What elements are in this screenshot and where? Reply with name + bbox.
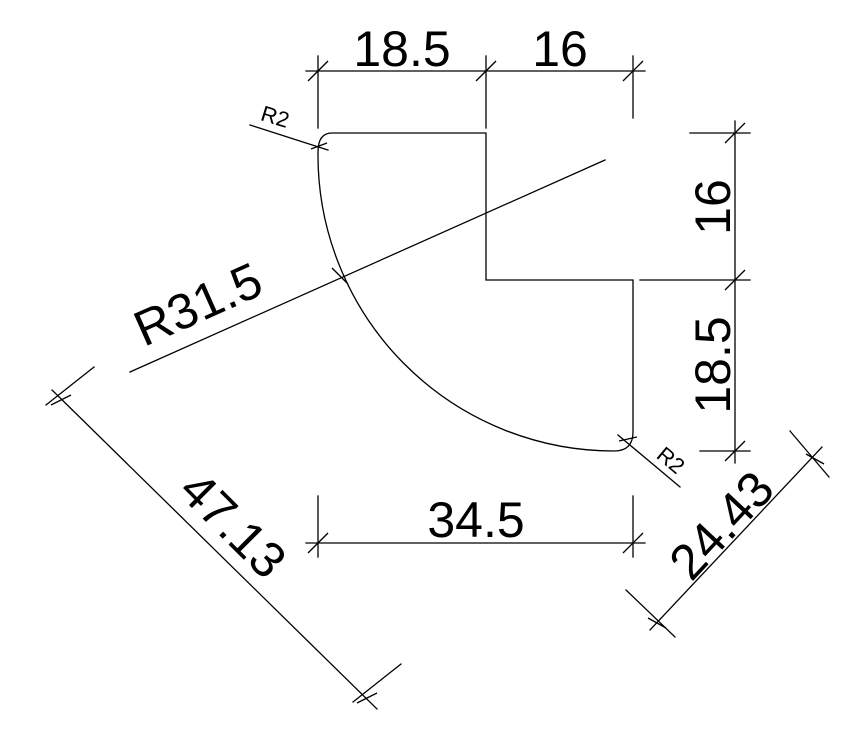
dim-top-group bbox=[305, 55, 646, 129]
part-outline bbox=[317, 132, 634, 452]
dim-diag-left-label: 47.13 bbox=[169, 461, 297, 589]
dim-top-right-label: 16 bbox=[532, 21, 588, 77]
dim-right-group bbox=[639, 120, 751, 464]
radius-top-label: R2 bbox=[258, 101, 292, 133]
dim-bottom-label: 34.5 bbox=[427, 492, 524, 548]
leader-radius-top bbox=[249, 124, 329, 151]
dim-top-left-label: 18.5 bbox=[353, 21, 450, 77]
leader-radius-big bbox=[129, 159, 606, 373]
leader-radius-bottom bbox=[617, 434, 681, 488]
dim-right-top-label: 16 bbox=[685, 179, 741, 235]
radius-bottom-label: R2 bbox=[652, 442, 690, 479]
dim-diag-right-group bbox=[625, 430, 830, 638]
dim-diag-left-group bbox=[45, 366, 402, 710]
dim-bottom-group bbox=[305, 495, 646, 558]
dim-right-bottom-label: 18.5 bbox=[685, 316, 741, 413]
dim-diag-right-label: 24.43 bbox=[658, 461, 784, 591]
